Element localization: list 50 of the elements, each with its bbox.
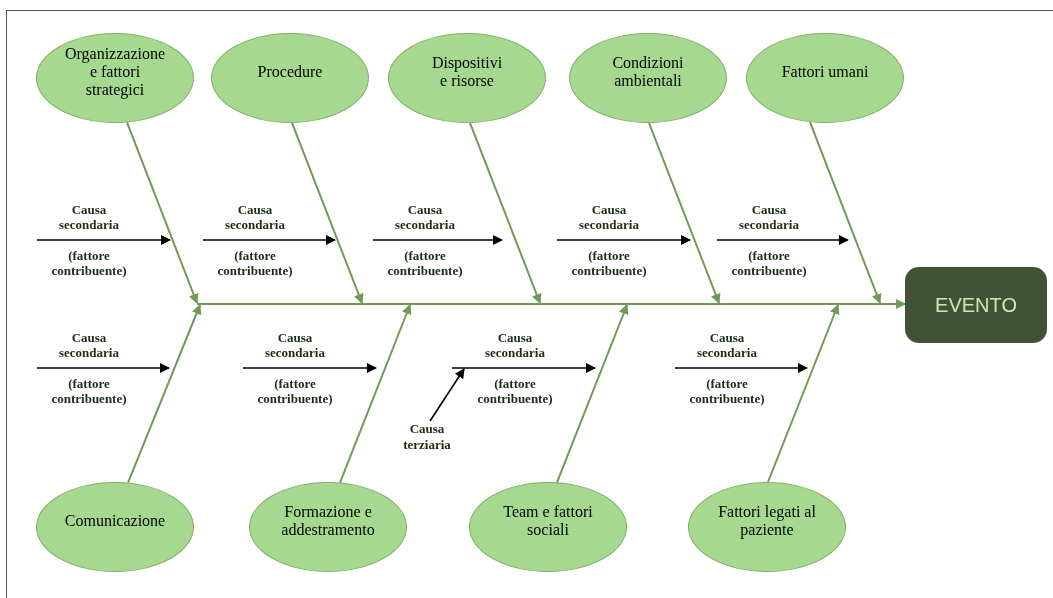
cause-label: Causa secondaria [696,330,758,360]
arrow [884,299,906,309]
cause-category-ellipse: Formazione e addestramento [249,482,407,572]
cause-label: (fattore contribuente) [386,248,464,278]
arrow [372,235,503,245]
cause-category-ellipse: Organizzazione e fattori strategici [36,33,194,123]
arrow [36,235,171,245]
arrow [674,363,808,373]
arrow [469,121,542,304]
cause-category-ellipse: Fattori umani [746,33,904,123]
cause-label: Causa secondaria [264,330,326,360]
cause-category-ellipse: Procedure [211,33,369,123]
cause-label: (fattore contribuente) [476,376,554,406]
cause-label: Causa secondaria [58,330,120,360]
arrow [429,368,465,422]
arrow [716,235,849,245]
cause-label: Causa secondaria [578,202,640,232]
arrow [36,363,170,373]
arrow [127,304,202,484]
cause-category-ellipse: Comunicazione [36,482,194,572]
event-box: EVENTO [905,267,1047,343]
arrow [242,363,377,373]
cause-label: (fattore contribuente) [570,248,648,278]
arrow [202,235,336,245]
arrow [556,304,629,484]
spine-line [197,303,885,305]
arrow [809,121,882,304]
cause-label: (fattore contribuente) [216,248,294,278]
cause-label: Causa secondaria [224,202,286,232]
cause-label: Causa secondaria [394,202,456,232]
cause-label: Causa secondaria [738,202,800,232]
arrow [451,363,596,373]
cause-label: (fattore contribuente) [50,376,128,406]
cause-category-ellipse: Fattori legati al paziente [688,482,846,572]
cause-category-ellipse: Team e fattori sociali [469,482,627,572]
cause-label: Causa secondaria [58,202,120,232]
cause-label: (fattore contribuente) [730,248,808,278]
arrow [126,121,199,304]
arrow [556,235,691,245]
cause-label: Causa terziaria [392,421,462,457]
arrow [767,304,840,483]
cause-category-ellipse: Dispositivi e risorse [388,33,546,123]
arrow [291,122,364,304]
cause-label: (fattore contribuente) [50,248,128,278]
cause-label: (fattore contribuente) [688,376,766,406]
cause-category-ellipse: Condizioni ambientali [569,33,727,123]
arrow [648,122,721,304]
arrow [339,304,412,484]
cause-label: Causa secondaria [484,330,546,360]
cause-label: (fattore contribuente) [256,376,334,406]
